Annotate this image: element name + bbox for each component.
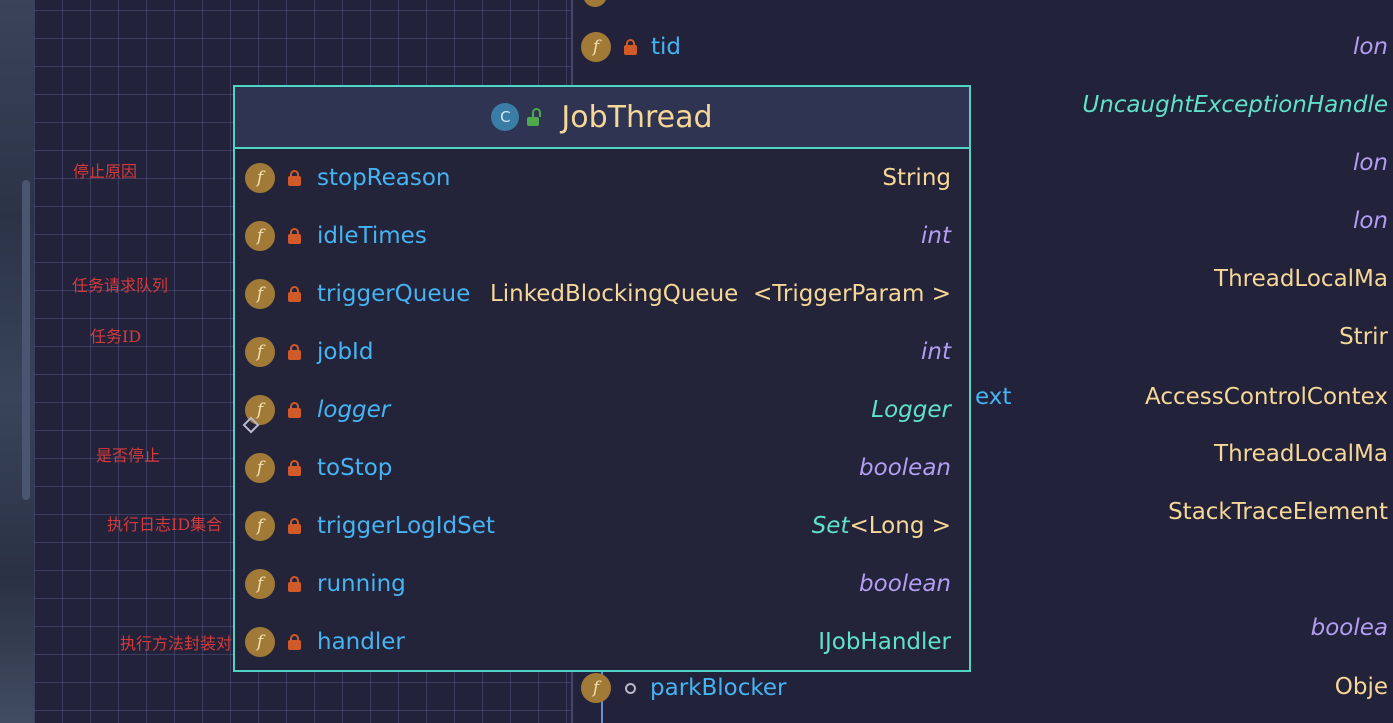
field-type: boolean (859, 571, 951, 597)
field-type: lon (1352, 34, 1388, 60)
field-type: int (921, 223, 951, 249)
back-field-parkblocker[interactable]: f parkBlocker (581, 673, 786, 703)
field-type-generic: Set<Long > (812, 513, 951, 539)
field-icon: f (245, 453, 275, 483)
generic-param: <TriggerParam > (752, 281, 951, 307)
field-type: boolean (859, 455, 951, 481)
lock-icon (288, 286, 301, 302)
lock-icon (288, 576, 301, 592)
field-type: String (882, 165, 951, 191)
field-row-triggerqueue[interactable]: f triggerQueue LinkedBlockingQueue <Trig… (235, 265, 969, 323)
annotation-trigger-queue: 任务请求队列 (72, 276, 169, 295)
generic-param: <Long > (849, 513, 951, 539)
back-card-peek-field-icon (583, 0, 607, 11)
lock-icon (288, 344, 301, 360)
lock-icon (624, 39, 637, 55)
field-type: IJobHandler (818, 629, 951, 655)
field-name-fragment: ext (975, 384, 1012, 410)
field-type: Set (811, 513, 850, 539)
field-type: lon (1352, 150, 1388, 176)
field-name: parkBlocker (650, 675, 787, 701)
field-type: ThreadLocalMa (1214, 266, 1388, 292)
field-icon: f (581, 673, 611, 703)
field-row-logger[interactable]: f logger Logger (235, 381, 969, 439)
field-row-handler[interactable]: f handler IJobHandler (235, 613, 969, 671)
field-name: tid (651, 34, 682, 60)
field-type: AccessControlContex (1145, 384, 1388, 410)
lock-icon (288, 518, 301, 534)
background-image-strip (0, 0, 34, 723)
field-name: running (317, 571, 406, 597)
field-name: handler (317, 629, 405, 655)
field-icon: f (245, 337, 275, 367)
field-row-tostop[interactable]: f toStop boolean (235, 439, 969, 497)
annotation-stop-reason: 停止原因 (73, 162, 138, 181)
field-icon: f (245, 395, 275, 425)
lock-icon (288, 460, 301, 476)
field-name: stopReason (317, 165, 451, 191)
field-name: triggerQueue (317, 281, 471, 307)
annotation-to-stop: 是否停止 (96, 446, 161, 465)
field-type-generic: LinkedBlockingQueue <TriggerParam > (490, 281, 951, 307)
field-row-stopreason[interactable]: f stopReason String (235, 149, 969, 207)
back-field-tid[interactable]: f tid (581, 32, 681, 62)
field-icon: f (245, 569, 275, 599)
lock-icon (288, 634, 301, 650)
lock-icon (288, 402, 301, 418)
field-type: int (921, 339, 951, 365)
field-name: logger (317, 397, 391, 423)
class-card-header: C JobThread (235, 87, 969, 149)
annotation-handler: 执行方法封装对象 (120, 634, 249, 653)
class-icon: C (491, 103, 520, 131)
annotation-trigger-log-id-set: 执行日志ID集合 (107, 515, 223, 534)
field-icon: f (245, 221, 275, 251)
field-type: UncaughtExceptionHandle (1082, 92, 1388, 118)
field-row-idletimes[interactable]: f idleTimes int (235, 207, 969, 265)
field-row-triggerlogidset[interactable]: f triggerLogIdSet Set<Long > (235, 497, 969, 555)
field-type: Strir (1339, 324, 1388, 350)
field-name: triggerLogIdSet (317, 513, 495, 539)
field-icon: f (245, 627, 275, 657)
background-detail (22, 180, 30, 500)
field-name: toStop (317, 455, 393, 481)
field-row-running[interactable]: f running boolean (235, 555, 969, 613)
package-visibility-icon (625, 682, 636, 694)
lock-icon (288, 170, 301, 186)
annotation-job-id: 任务ID (90, 327, 142, 346)
field-type: Logger (871, 397, 951, 423)
field-icon: f (245, 163, 275, 193)
field-type: boolea (1310, 615, 1388, 641)
class-title: JobThread (561, 99, 713, 135)
field-name: jobId (317, 339, 374, 365)
field-type: StackTraceElement (1168, 499, 1388, 525)
field-icon: f (581, 32, 611, 62)
lock-icon (288, 228, 301, 244)
field-type: lon (1352, 208, 1388, 234)
public-unlock-icon (527, 108, 543, 126)
field-icon: f (245, 279, 275, 309)
field-type: Obje (1334, 674, 1388, 700)
field-row-jobid[interactable]: f jobId int (235, 323, 969, 381)
field-icon (583, 0, 607, 7)
field-icon: f (245, 511, 275, 541)
field-name: idleTimes (317, 223, 427, 249)
class-card-jobthread[interactable]: C JobThread f stopReason String f idleTi… (233, 85, 971, 672)
field-type: LinkedBlockingQueue (489, 281, 739, 307)
field-type: ThreadLocalMa (1214, 441, 1388, 467)
